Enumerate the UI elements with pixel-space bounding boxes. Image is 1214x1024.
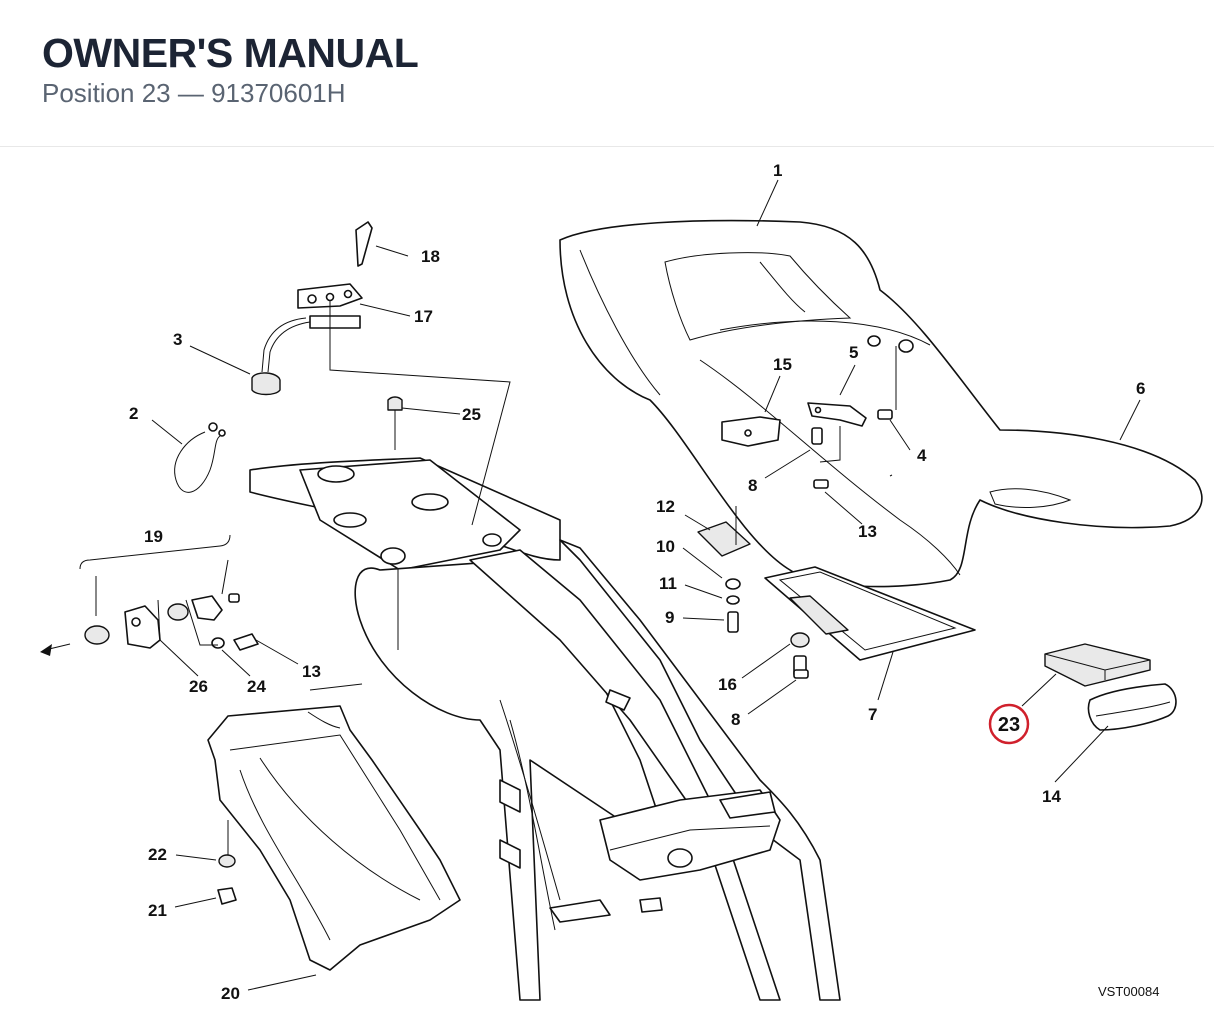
callout-24: 24 bbox=[247, 677, 266, 696]
seat-hardware bbox=[721, 335, 914, 489]
drawing-reference-code: VST00084 bbox=[1098, 984, 1159, 999]
callout-17: 17 bbox=[414, 307, 433, 326]
frame-part bbox=[249, 457, 841, 1001]
callout-26: 26 bbox=[189, 677, 208, 696]
callout-19: 19 bbox=[144, 527, 163, 546]
seat-plate-part bbox=[764, 566, 976, 661]
callout-21: 21 bbox=[148, 901, 167, 920]
callout-15: 15 bbox=[773, 355, 792, 374]
callout-labels: 1 2 3 4 5 6 7 8 8 9 10 11 12 13 13 14 15… bbox=[129, 161, 1159, 1003]
callout-1: 1 bbox=[773, 161, 782, 180]
fastener-parts bbox=[697, 521, 810, 679]
callout-7: 7 bbox=[868, 705, 877, 724]
callout-25: 25 bbox=[462, 405, 481, 424]
highlight-ring-23 bbox=[988, 703, 1030, 745]
callout-5: 5 bbox=[849, 343, 858, 362]
callout-18: 18 bbox=[421, 247, 440, 266]
callout-12: 12 bbox=[656, 497, 675, 516]
latch-assembly bbox=[40, 534, 259, 656]
lock-assembly bbox=[174, 221, 403, 493]
callout-20: 20 bbox=[221, 984, 240, 1003]
page-header: OWNER'S MANUAL Position 23 — 91370601H bbox=[0, 0, 1214, 147]
pad-23-part bbox=[1044, 643, 1151, 687]
callout-10: 10 bbox=[656, 537, 675, 556]
seat-part bbox=[559, 219, 1203, 588]
callout-16: 16 bbox=[718, 675, 737, 694]
callout-4: 4 bbox=[917, 446, 927, 465]
callout-13-latch: 13 bbox=[302, 662, 321, 681]
callout-2: 2 bbox=[129, 404, 138, 423]
callout-8-lower: 8 bbox=[731, 710, 740, 729]
callout-11: 11 bbox=[659, 574, 677, 593]
callout-14: 14 bbox=[1042, 787, 1061, 806]
callout-6: 6 bbox=[1136, 379, 1145, 398]
callout-22: 22 bbox=[148, 845, 167, 864]
leader-lines bbox=[95, 179, 1141, 991]
callout-8-upper: 8 bbox=[748, 476, 757, 495]
callout-3: 3 bbox=[173, 330, 182, 349]
callout-9: 9 bbox=[665, 608, 674, 627]
tray-part bbox=[207, 705, 461, 971]
page-subtitle: Position 23 — 91370601H bbox=[42, 78, 346, 108]
callout-13-seat: 13 bbox=[858, 522, 877, 541]
callout-23-highlighted: 23 bbox=[998, 714, 1020, 736]
exploded-parts-diagram: 1 2 3 4 5 6 7 8 8 9 10 11 12 13 13 14 15… bbox=[40, 161, 1203, 1003]
page-title: OWNER'S MANUAL bbox=[42, 30, 419, 76]
pad-14-part bbox=[1087, 683, 1177, 731]
